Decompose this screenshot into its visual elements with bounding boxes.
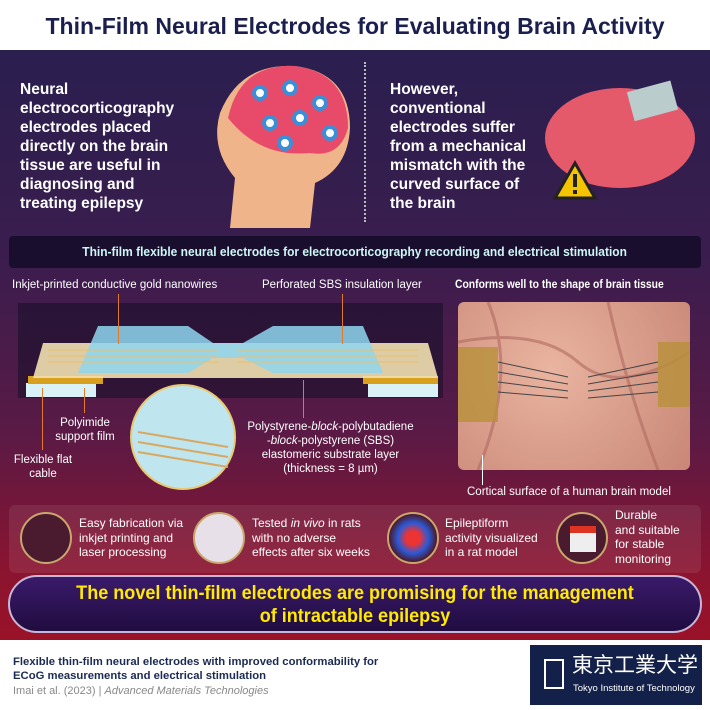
text: -polybutadiene (338, 421, 414, 433)
line: curved surface of (390, 176, 520, 193)
line: cable (29, 468, 57, 480)
line: ECoG measurements and electrical stimula… (13, 670, 267, 682)
line: The novel thin-film electrodes are promi… (76, 583, 634, 604)
pointer-line (84, 388, 85, 413)
line: conventional (390, 100, 486, 117)
line: Easy fabrication via (79, 516, 184, 530)
line: effects after six weeks (252, 545, 370, 559)
line: directly on the brain (20, 138, 169, 155)
line: Epileptiform (445, 516, 509, 530)
citation: Imai et al. (2023) | Advanced Materials … (13, 685, 269, 697)
line: electrodes placed (20, 119, 151, 136)
line: tissue are useful in (20, 157, 161, 174)
logo-japanese: 東京工業大学 (572, 654, 698, 677)
line: laser processing (79, 545, 167, 559)
journal: Advanced Materials Technologies (104, 685, 269, 697)
conclusion-banner: The novel thin-film electrodes are promi… (8, 575, 702, 633)
printer-icon (20, 512, 72, 564)
tokyo-tech-logo: 東京工業大学 Tokyo Institute of Technology (530, 645, 702, 705)
brain-with-rigid-electrode-illustration (545, 80, 695, 200)
line: inkjet printing and (79, 530, 174, 545)
pointer-line (303, 380, 304, 418)
text: block (270, 435, 298, 447)
authors: Imai et al. (13, 685, 61, 697)
line: (thickness = 8 µm) (283, 463, 378, 475)
label-cortical-surface: Cortical surface of a human brain model (467, 486, 671, 498)
line: Polyimide (60, 417, 110, 429)
logo-english: Tokyo Institute of Technology (573, 683, 695, 694)
brain-model-photo (458, 302, 690, 470)
line: diagnosing and (20, 176, 135, 193)
line: Flexible thin-film neural electrodes wit… (13, 656, 379, 668)
section-subtitle-bar: Thin-film flexible neural electrodes for… (9, 236, 701, 268)
line: electrocorticography (20, 100, 175, 117)
label-conforms: Conforms well to the shape of brain tiss… (455, 279, 664, 291)
section-subtitle: Thin-film flexible neural electrodes for… (82, 244, 628, 259)
page-title: Thin-Film Neural Electrodes for Evaluati… (0, 0, 710, 50)
magnified-detail-circle (130, 384, 236, 490)
label-flat-cable: Flexible flat cable (8, 453, 78, 481)
text: in rats (324, 516, 361, 530)
line: monitoring (615, 551, 672, 566)
text: in vivo (290, 516, 325, 530)
line: mismatch with the (390, 157, 526, 174)
year: (2023) | (60, 685, 105, 697)
pointer-line (118, 294, 119, 344)
calendar-icon (556, 512, 608, 564)
text: Polystyrene- (247, 421, 312, 433)
line: -block-polystyrene (SBS) (243, 434, 418, 448)
label-insulation-layer: Perforated SBS insulation layer (262, 279, 422, 291)
line: for stable (615, 537, 665, 551)
line: the brain (390, 195, 456, 212)
line: electrodes suffer (390, 119, 515, 136)
line: treating epilepsy (20, 195, 144, 212)
label-sbs-substrate: Polystyrene-block-polybutadiene -block-p… (243, 420, 418, 476)
line: and suitable (615, 522, 680, 537)
pointer-line (342, 294, 343, 344)
pointer-line (42, 388, 43, 450)
line: with no adverse (252, 530, 337, 545)
divider (364, 62, 366, 222)
line: activity visualized (445, 530, 538, 545)
line: from a mechanical (390, 138, 527, 155)
label-gold-nanowires: Inkjet-printed conductive gold nanowires (12, 279, 218, 291)
head-with-electrodes-illustration (217, 65, 350, 228)
text: -polystyrene (SBS) (297, 435, 395, 447)
line: elastomeric substrate layer (261, 449, 400, 461)
line: Tested in vivo in rats (252, 516, 370, 531)
rat-icon (193, 512, 245, 564)
text: block (311, 421, 339, 433)
electrode-schematic (26, 326, 438, 397)
line: in a rat model (445, 545, 518, 559)
line: Neural (20, 81, 69, 98)
line: of intractable epilepsy (259, 606, 451, 627)
line: However, (390, 81, 459, 98)
intro-text-right: However, conventional electrodes suffer fro… (390, 80, 526, 213)
text: - (266, 435, 271, 447)
line: Polystyrene-block-polybutadiene (243, 420, 418, 434)
paper-title: Flexible thin-film neural electrodes wit… (13, 655, 378, 683)
pointer-line (482, 455, 483, 485)
label-polyimide: Polyimide support film (52, 416, 118, 444)
line: support film (55, 431, 115, 443)
line: Durable (615, 508, 658, 522)
line: Flexible flat (13, 454, 73, 466)
heatmap-icon (387, 512, 439, 564)
text: Tested (252, 516, 291, 530)
intro-text-left: Neural electrocorticography electrodes pla… (20, 80, 174, 213)
logo-emblem-icon (544, 659, 564, 689)
